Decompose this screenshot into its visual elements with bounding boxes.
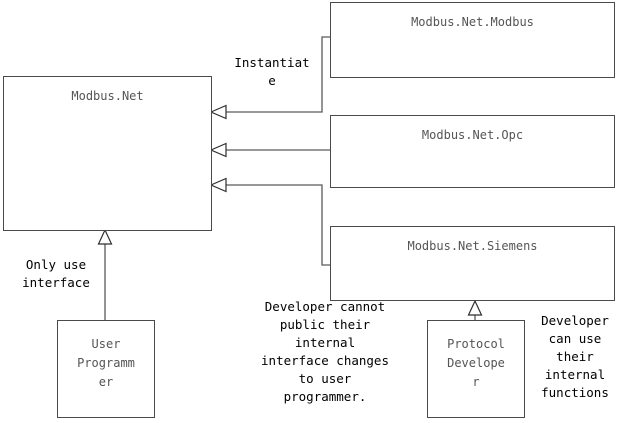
actor-user-programmer-label: User Programm er (77, 337, 135, 389)
package-modbus-net-label: Modbus.Net (71, 89, 144, 103)
arrowhead-siemens-to-core (209, 177, 227, 193)
package-modbus-net-siemens[interactable]: Modbus.Net.Siemens (330, 226, 615, 301)
package-modbus-net-modbus-label: Modbus.Net.Modbus (411, 15, 534, 29)
note-developer-cannot-public: Developer cannot public their internal i… (261, 299, 389, 404)
package-modbus-net-siemens-label: Modbus.Net.Siemens (407, 239, 538, 253)
arrowhead-user-to-core (97, 228, 113, 245)
arrowhead-opc-to-core (209, 142, 227, 158)
note-only-use-interface: Only use interface (22, 257, 90, 290)
actor-protocol-developer-label: Protocol Develope r (447, 337, 505, 389)
package-modbus-net-opc[interactable]: Modbus.Net.Opc (330, 115, 615, 188)
connector-siemens-to-core (224, 184, 330, 266)
note-developer-can-use: Developer can use their internal functio… (541, 313, 609, 400)
actor-user-programmer[interactable]: User Programm er (57, 320, 155, 418)
arrowhead-modbus-to-core (209, 104, 227, 120)
package-modbus-net-opc-label: Modbus.Net.Opc (421, 128, 524, 142)
connector-modbus-to-core (224, 36, 330, 113)
note-instantiate: Instantiat e (234, 55, 310, 88)
actor-protocol-developer[interactable]: Protocol Develope r (427, 320, 525, 418)
arrowhead-protocol-to-siemens (467, 299, 483, 316)
package-modbus-net-modbus[interactable]: Modbus.Net.Modbus (330, 2, 615, 78)
package-modbus-net[interactable]: Modbus.Net (3, 76, 212, 231)
